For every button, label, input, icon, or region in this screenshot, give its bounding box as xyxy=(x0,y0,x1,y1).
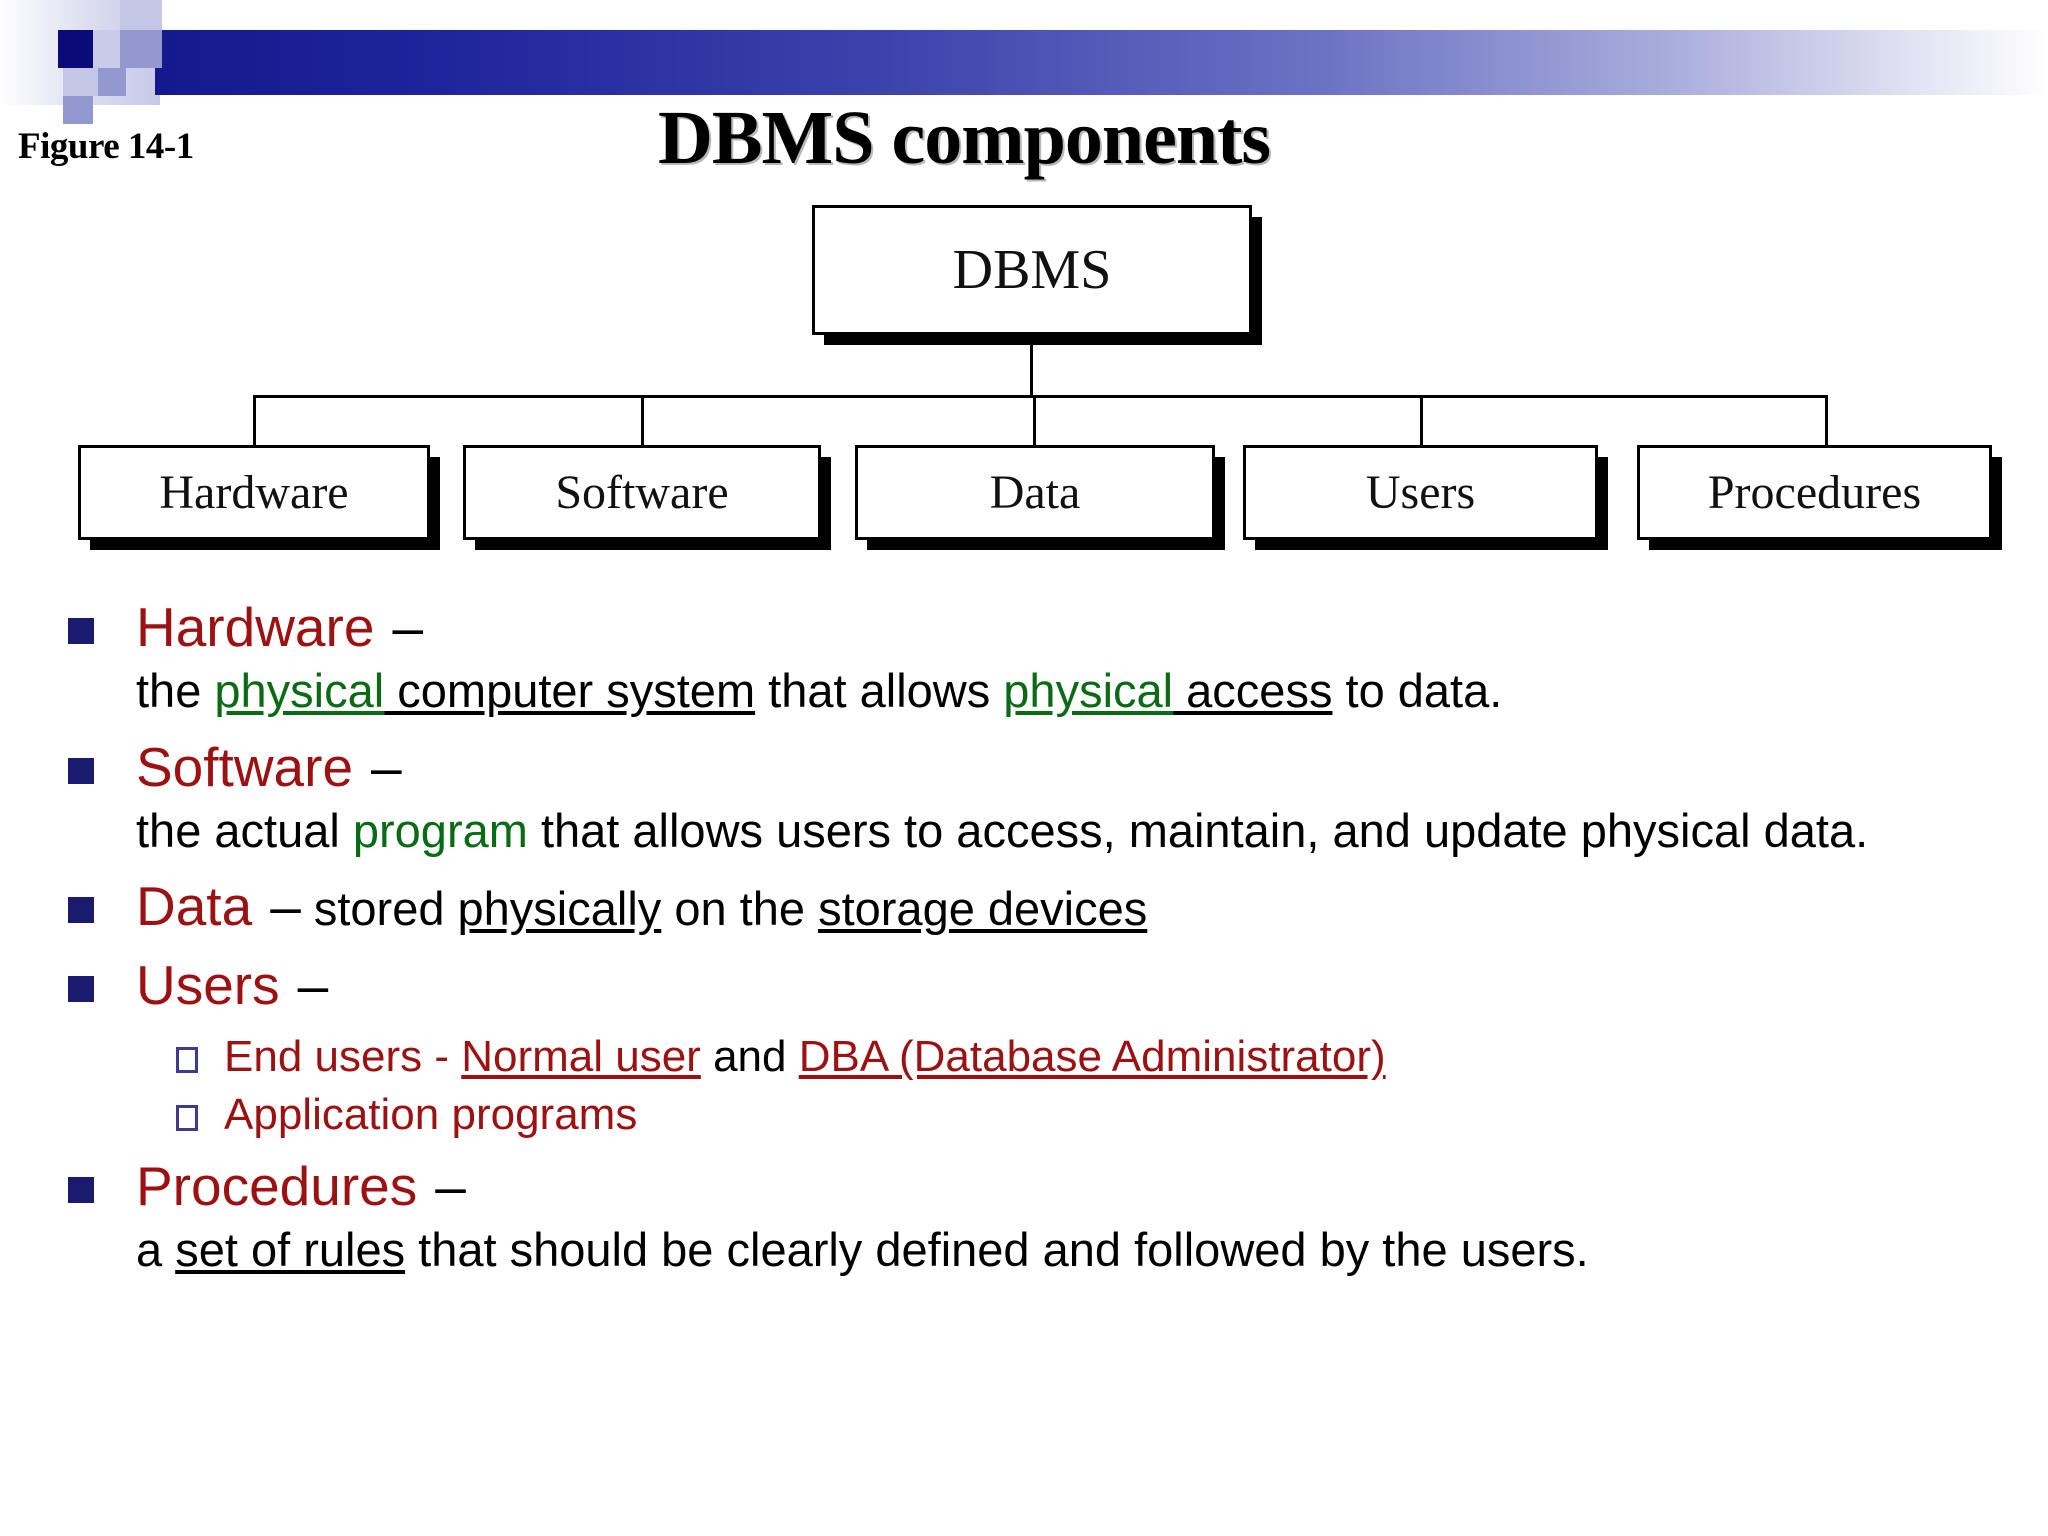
diagram-node-procedures: Procedures xyxy=(1637,445,1992,540)
diagram-node-software: Software xyxy=(463,445,821,540)
sub-bullet-marker-hollow-square xyxy=(176,1105,198,1132)
bullet-item-data: Data– stored physically on the storage d… xyxy=(0,879,2048,934)
hw-text-3: to data. xyxy=(1332,664,1503,717)
diagram-node-software-label: Software xyxy=(555,466,729,519)
band-gradient-bar xyxy=(155,30,2048,95)
bullet-item-hardware: Hardware– the physical computer system t… xyxy=(0,600,2048,718)
diagram-node-dbms-label: DBMS xyxy=(952,239,1112,301)
bullet-procedures-heading: Procedures– xyxy=(0,1159,2048,1214)
bullet-marker-square xyxy=(68,618,94,644)
bullet-software-heading: Software– xyxy=(0,739,2048,795)
users-separator: - xyxy=(422,1032,462,1082)
diagram-node-procedures-label: Procedures xyxy=(1707,466,1922,519)
hw-text-1: the xyxy=(136,664,215,717)
sub-bullet-application-programs-text: Application programs xyxy=(0,1093,2048,1137)
bullet-procedures-description: a set of rules that should be clearly de… xyxy=(0,1223,2048,1277)
bullet-item-users: Users– End users - Normal user and DBA (… xyxy=(0,958,2048,1137)
bullet-users-heading: Users– xyxy=(0,958,2048,1013)
band-square-periwinkle-1 xyxy=(120,30,162,68)
users-application-programs: Application programs xyxy=(224,1090,638,1140)
bullet-software-dash: – xyxy=(371,735,402,798)
bullet-procedures-term: Procedures xyxy=(136,1155,418,1218)
users-conjunction: and xyxy=(700,1032,799,1082)
proc-text-1: a xyxy=(136,1223,176,1277)
connector-drop-procedures xyxy=(1825,395,1828,445)
diagram-node-data-label: Data xyxy=(989,466,1081,519)
sw-kw-program: program xyxy=(352,803,528,857)
data-text-1: stored xyxy=(300,882,458,936)
diagram-node-data: Data xyxy=(855,445,1215,540)
band-square-periwinkle-3 xyxy=(63,96,93,124)
bullet-hardware-description: the physical computer system that allows… xyxy=(0,664,2048,718)
dbms-components-diagram: DBMS Hardware Software Data Users Proced… xyxy=(0,190,2048,560)
connector-drop-data xyxy=(1033,395,1036,445)
page-title: DBMS components xyxy=(657,96,1271,180)
bullet-marker-square xyxy=(68,757,94,784)
bullet-marker-square xyxy=(68,1177,94,1204)
bullet-users-dash: – xyxy=(297,954,329,1017)
header-decoration-band xyxy=(0,0,2048,124)
diagram-node-dbms: DBMS xyxy=(812,205,1252,335)
bullet-users-term: Users xyxy=(136,954,280,1017)
diagram-node-hardware-label: Hardware xyxy=(159,466,349,519)
sub-bullet-end-users-text: End users - Normal user and DBA (Databas… xyxy=(0,1035,2048,1079)
connector-root-stem xyxy=(1030,335,1033,397)
diagram-node-users: Users xyxy=(1243,445,1598,540)
bullet-data-heading: Data– stored physically on the storage d… xyxy=(0,879,2048,934)
sw-text-2: that allows users to access, maintain, a… xyxy=(527,803,1869,857)
sub-bullet-application-programs: Application programs xyxy=(0,1093,2048,1137)
hw-kw-access: access xyxy=(1173,664,1333,717)
bullet-item-software: Software– the actual program that allows… xyxy=(0,739,2048,858)
data-kw-storage-devices: storage devices xyxy=(818,882,1148,936)
connector-horizontal-bus xyxy=(253,395,1828,398)
bullet-software-term: Software xyxy=(136,735,354,798)
sub-bullet-end-users: End users - Normal user and DBA (Databas… xyxy=(0,1035,2048,1079)
bullet-hardware-term: Hardware xyxy=(136,596,375,658)
data-kw-physically: physically xyxy=(457,882,662,936)
bullet-hardware-heading: Hardware– xyxy=(0,600,2048,655)
diagram-node-users-label: Users xyxy=(1365,466,1476,519)
bullet-item-procedures: Procedures– a set of rules that should b… xyxy=(0,1159,2048,1277)
bullet-marker-square xyxy=(68,976,94,1003)
band-square-periwinkle-2 xyxy=(98,68,126,96)
connector-drop-software xyxy=(641,395,644,445)
users-kw-normal-user: Normal user xyxy=(461,1032,701,1082)
data-text-2: on the xyxy=(661,882,819,936)
bullet-software-description: the actual program that allows users to … xyxy=(0,803,2048,858)
band-square-lavender-3 xyxy=(63,68,98,96)
hw-kw-physical-1: physical xyxy=(214,664,385,717)
bullet-procedures-dash: – xyxy=(435,1155,466,1218)
users-kw-dba: DBA (Database Administrator) xyxy=(798,1032,1386,1082)
connector-drop-hardware xyxy=(253,395,256,445)
band-square-lavender-1 xyxy=(120,0,162,30)
bullet-data-term: Data xyxy=(136,875,253,938)
hw-text-2: that allows xyxy=(755,664,1004,717)
sub-bullet-marker-hollow-square xyxy=(176,1047,198,1074)
connector-drop-users xyxy=(1420,395,1423,445)
hw-kw-physical-2: physical xyxy=(1003,664,1174,717)
bullet-data-dash: – xyxy=(270,875,301,938)
bullet-hardware-dash: – xyxy=(392,596,424,658)
bullet-list: Hardware– the physical computer system t… xyxy=(0,600,2048,1277)
users-end-users: End users xyxy=(224,1032,423,1082)
proc-text-2: that should be clearly defined and follo… xyxy=(405,1223,1589,1277)
band-square-lavender-2 xyxy=(93,30,120,68)
hw-kw-computer-system: computer system xyxy=(384,664,756,717)
figure-label: Figure 14-1 xyxy=(18,126,194,167)
diagram-node-hardware: Hardware xyxy=(78,445,430,540)
sw-text-1: the actual xyxy=(136,803,353,857)
bullet-marker-square xyxy=(68,897,94,924)
proc-kw-set-of-rules: set of rules xyxy=(175,1223,406,1277)
